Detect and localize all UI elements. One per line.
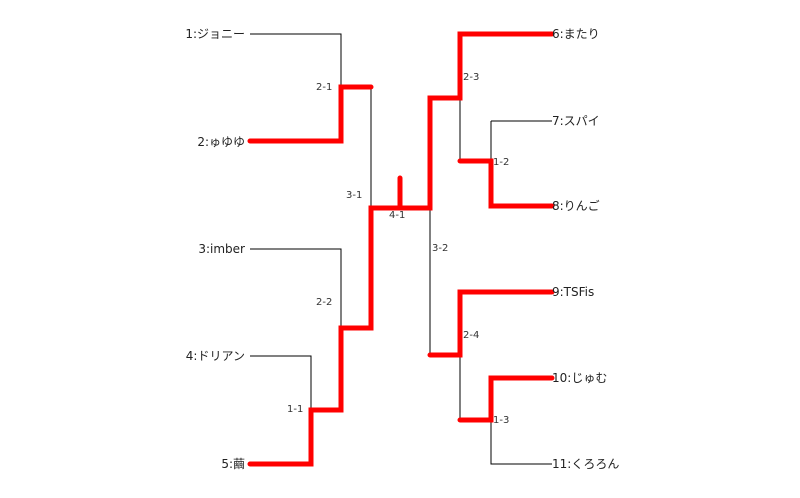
- winner-path: [247, 31, 555, 467]
- winner-line-right-final: [397, 31, 555, 211]
- winner-line-left-final: [247, 175, 403, 467]
- match-label-2-4: 2-4: [463, 330, 480, 341]
- bracket-line-1-1: [250, 355, 312, 410]
- player-5: 5:繭: [221, 457, 245, 471]
- bracket-line-1-2: [490, 120, 552, 161]
- match-label-3-2: 3-2: [432, 243, 449, 254]
- bracket-line-2-1: [250, 33, 342, 87]
- player-8: 8:りんご: [552, 199, 600, 213]
- match-label-2-1: 2-1: [316, 82, 333, 93]
- winner-line-1-3: [457, 375, 555, 423]
- bracket-line-3-1: [370, 87, 400, 209]
- player-4: 4:ドリアン: [185, 349, 245, 363]
- player-6: 6:またり: [552, 27, 600, 41]
- match-label-3-1: 3-1: [346, 190, 363, 201]
- match-label-2-2: 2-2: [316, 297, 333, 308]
- player-3: 3:imber: [198, 242, 245, 256]
- winner-line-1-2: [457, 158, 555, 209]
- bracket-line-1-3: [490, 420, 552, 465]
- player-9: 9:TSFis: [552, 285, 595, 299]
- bracket-line-2-2: [250, 248, 342, 328]
- match-label-1-3: 1-3: [493, 415, 510, 426]
- match-label-4-1: 4-1: [389, 210, 406, 221]
- winner-line-2-4: [427, 289, 555, 358]
- match-label-1-1: 1-1: [287, 404, 304, 415]
- player-1: 1:ジョニー: [185, 27, 245, 41]
- player-2: 2:ゅゆゆ: [197, 135, 245, 149]
- player-7: 7:スパイ: [552, 114, 600, 128]
- player-11: 11:くろろん: [552, 457, 620, 471]
- player-10: 10:じゅむ: [552, 371, 608, 385]
- match-label-1-2: 1-2: [493, 157, 510, 168]
- bracket-lines: [250, 33, 552, 465]
- winner-line-2-1: [247, 84, 374, 144]
- match-label-2-3: 2-3: [463, 72, 480, 83]
